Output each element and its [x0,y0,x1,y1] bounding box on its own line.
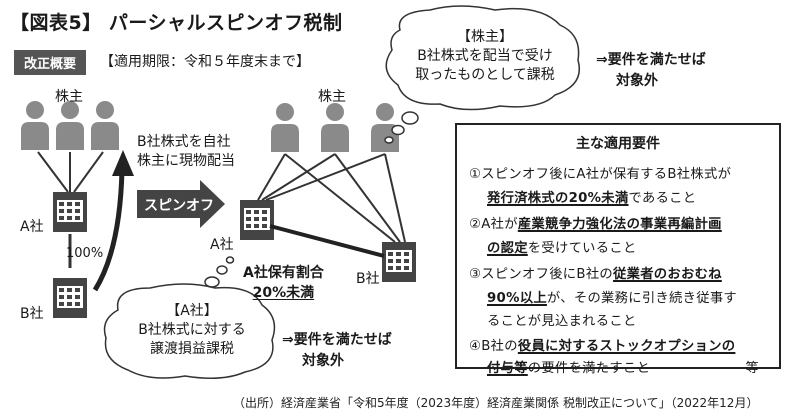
company-b-right-label: B社 [356,271,380,287]
req-4-highlight-a: 役員に対するストックオプションの [517,339,736,354]
holding-ratio-note: A社保有割合 20%未満 [243,263,324,303]
req-3-rest: が、その業務に引き続き従事す [546,291,738,306]
req-2-rest: を受けていること [527,241,637,256]
company-a-right-building [240,200,274,240]
shareholder-bubble-text: 【株主】 B社株式を配当で受け 取ったものとして課税 [405,28,565,85]
req-3-highlight-a: 従業者のおおむね [613,267,722,282]
left-shareholder-2 [56,101,84,150]
figure-title: 【図表5】 パーシャルスピンオフ税制 [10,12,343,34]
company-bubble-heading: 【A社】 [166,303,218,319]
company-bubble-shape [103,256,276,379]
req-4-line-1: ④B社の役員に対するストックオプションの [469,335,735,354]
right-shareholder-1 [271,103,299,152]
req-1-line-1: ①スピンオフ後にA社が保有するB社株式が [469,167,732,182]
right-shareholder-2 [321,103,349,152]
requirements-title: 主な適用要件 [576,136,660,152]
company-bubble-line-1: B社株式に対する [138,322,246,338]
req-4-etc: 等 [745,361,759,376]
shareholder-result-line-1: ⇒要件を満たせば [596,52,706,68]
company-b-left-label: B社 [20,306,44,322]
company-bubble-line-2: 譲渡損益課税 [150,341,234,357]
shareholder-bubble-heading: 【株主】 [457,29,513,45]
dividend-note-line-1: B社株式を自社 [137,134,231,150]
requirements-box: 主な適用要件 ①スピンオフ後にA社が保有するB社株式が 発行済株式の20%未満で… [455,123,781,376]
req-2-highlight-b: の認定 [487,241,528,256]
company-a-left-label: A社 [20,219,44,235]
company-result-line-1: ⇒要件を満たせば [282,332,392,348]
req-3-highlight-b: 90%以上 [487,291,547,306]
percent-100-label: 100% [66,246,104,261]
spinoff-label: スピンオフ [144,198,214,214]
left-shareholder-3 [91,101,119,150]
company-a-right-label: A社 [210,237,234,253]
right-shareholders-label: 株主 [318,89,346,105]
company-bubble-text: 【A社】 B社株式に対する 譲渡損益課税 [112,302,272,359]
spinoff-arrow [137,180,225,228]
dividend-note: B社株式を自社 株主に現物配当 [137,133,235,171]
req-2-highlight-a: 産業競争力強化法の事業再編計画 [517,217,722,232]
req-3-line-1: ③スピンオフ後にB社の従業者のおおむね [469,263,722,282]
revision-summary-badge: 改正概要 [14,50,87,75]
req-3-line-2: 90%以上が、その業務に引き続き従事す [487,287,737,306]
left-ownership-lines [37,151,104,193]
req-3-line-3: ることが見込まれること [487,314,637,329]
dividend-arrow-head [112,150,134,176]
company-b-right-building [382,242,416,282]
req-4-highlight-b: 付与等 [487,361,528,376]
req-1-line-2: 発行済株式の20%未満であること [487,187,696,206]
holding-ratio-line-2: 20%未満 [252,285,315,301]
shareholder-bubble-line-2: 取ったものとして課税 [415,67,555,83]
dividend-arrow-curve [92,169,125,292]
left-shareholder-1 [21,101,49,150]
left-shareholders-label: 株主 [55,89,83,105]
company-b-left-building [53,278,87,318]
req-3-prefix: ③スピンオフ後にB社の [469,267,614,282]
application-period: 【適用期限：令和５年度末まで】 [100,54,310,70]
req-4-rest: の要件を満たすこと [527,361,651,376]
req-4-prefix: ④B社の [469,339,518,354]
right-ownership-lines [257,153,406,243]
shareholder-result-line-2: 対象外 [616,73,658,89]
req-4-line-2: 付与等の要件を満たすこと 等 [487,357,767,376]
a-b-holding-line [269,224,385,258]
req-2-line-1: ②A社が産業競争力強化法の事業再編計画 [469,213,722,232]
shareholder-bubble-shape [384,5,580,144]
dividend-note-line-2: 株主に現物配当 [137,153,235,169]
company-a-left-building [53,192,87,232]
req-2-prefix: ②A社が [469,217,518,232]
company-result-line-2: 対象外 [302,353,344,369]
req-1-highlight: 発行済株式の20%未満 [487,191,629,206]
source-note: （出所）経済産業省「令和5年度（2023年度）経済産業関係 税制改正について」（… [233,396,759,410]
req-1-rest: であること [628,191,697,206]
shareholder-result: ⇒要件を満たせば 対象外 [596,50,706,92]
company-result: ⇒要件を満たせば 対象外 [282,330,392,372]
req-2-line-2: の認定を受けていること [487,237,637,256]
shareholder-bubble-line-1: B社株式を配当で受け [417,48,553,64]
holding-ratio-line-1: A社保有割合 [243,265,324,281]
